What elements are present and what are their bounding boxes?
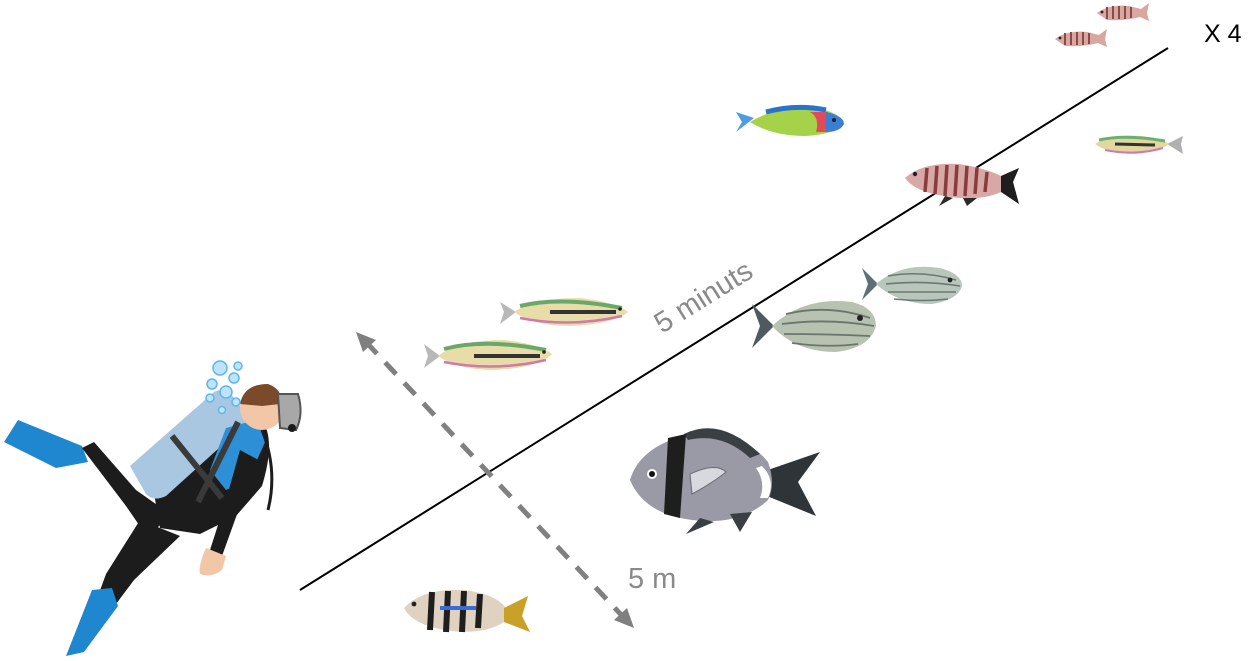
comber-fish-icon	[1055, 29, 1107, 47]
wrasse-fish-icon	[424, 340, 552, 370]
wrasse-fish-icon	[500, 298, 628, 326]
comber-fish-icon	[1097, 3, 1149, 21]
sea-bream-fish-icon	[862, 267, 962, 304]
width-arrow	[356, 332, 634, 628]
wrasse-fish-icon	[1095, 136, 1183, 154]
sea-bream-fish-icon	[752, 301, 876, 352]
two-banded-bream-fish-icon	[630, 428, 820, 534]
scuba-diver-icon	[4, 384, 301, 656]
comber-fish-icon	[905, 164, 1019, 206]
parrotfish-icon	[736, 107, 844, 136]
duration-label: 5 minuts	[649, 255, 759, 340]
replicates-label: X 4	[1204, 20, 1242, 48]
width-label: 5 m	[628, 563, 676, 595]
painted-comber-fish-icon	[404, 590, 530, 632]
